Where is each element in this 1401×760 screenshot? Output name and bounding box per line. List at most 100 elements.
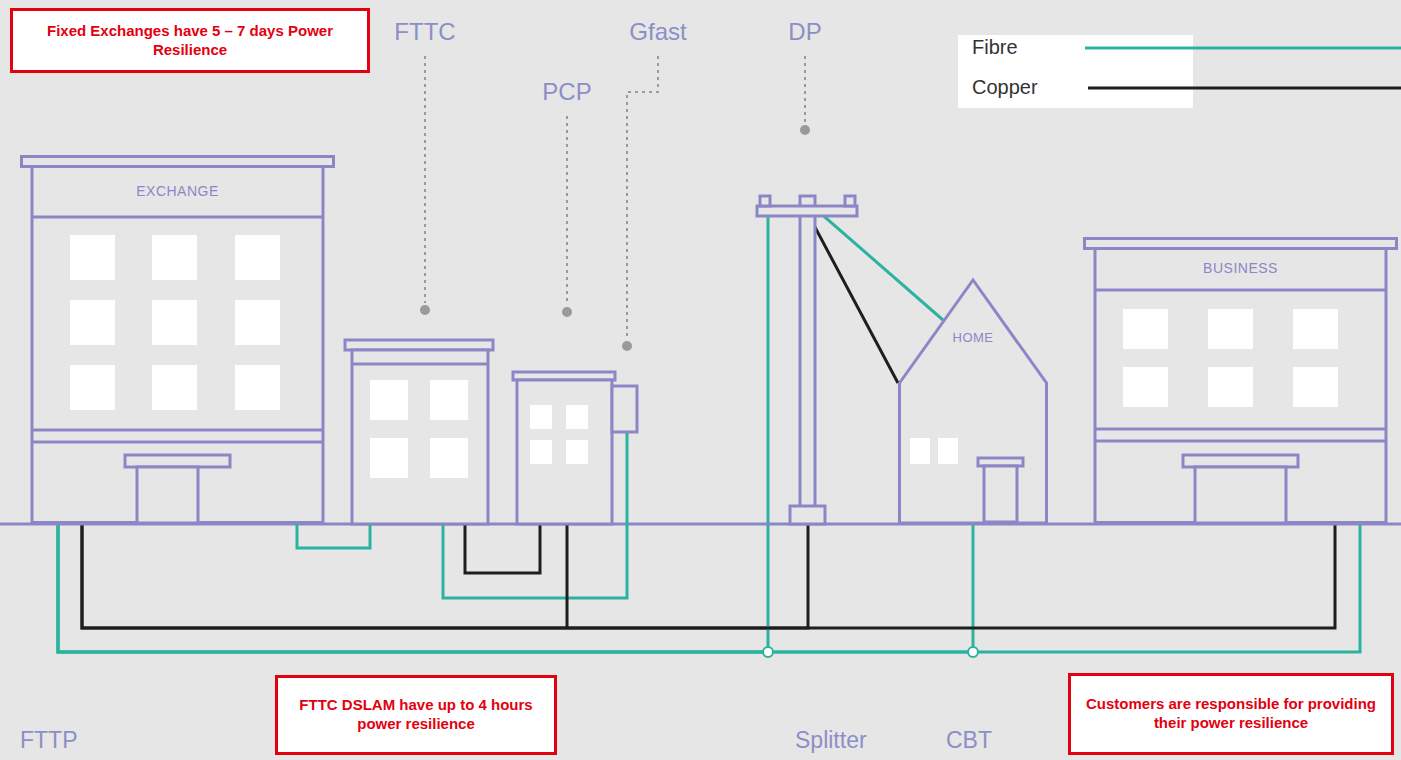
building-door <box>137 467 198 523</box>
building-sign: BUSINESS <box>1083 260 1398 278</box>
part-label: Gfast <box>629 18 686 46</box>
building-window <box>1293 367 1338 407</box>
building-window <box>70 365 115 410</box>
building: EXCHANGE <box>20 155 335 524</box>
dp-pole <box>757 196 857 524</box>
building-band <box>1095 440 1386 443</box>
building-roof <box>1085 239 1397 249</box>
sign-line <box>1095 289 1386 292</box>
cabinet-window <box>370 438 408 478</box>
copper-cable <box>82 524 1335 628</box>
pcp-cabinet <box>513 372 637 524</box>
leader-dot <box>420 305 430 315</box>
callout-box: Fixed Exchanges have 5 – 7 days Power Re… <box>10 8 370 73</box>
house-window <box>938 438 958 464</box>
house-outline <box>900 280 1047 523</box>
building-sign: HOME <box>898 330 1048 346</box>
splitter-dot <box>763 647 773 657</box>
building-window <box>70 300 115 345</box>
copper-cable <box>82 214 898 628</box>
leader-dot <box>622 341 632 351</box>
building-window <box>70 235 115 280</box>
note-text: FTTC DSLAM have up to 4 hours power resi… <box>290 696 542 734</box>
cable <box>297 432 627 628</box>
legend-item: Fibre <box>972 36 1018 59</box>
building-door <box>1195 467 1286 523</box>
cabinet-window <box>430 438 468 478</box>
building-window <box>235 235 280 280</box>
leader-line <box>804 56 806 123</box>
part-label: CBT <box>946 727 992 753</box>
house-door <box>984 466 1017 522</box>
cabinet-window <box>530 405 552 429</box>
building-window <box>152 235 197 280</box>
fibre-cable <box>58 524 1360 652</box>
cabinet-window <box>530 440 552 464</box>
part-label: Splitter <box>795 727 867 753</box>
legend-panel <box>958 35 1193 108</box>
door-canopy <box>978 458 1023 466</box>
fibre-cable <box>297 524 370 548</box>
door-canopy <box>125 455 230 467</box>
building-window <box>1123 309 1168 349</box>
part-label: FTTP <box>20 727 78 753</box>
building-window <box>1208 367 1253 407</box>
cabinet-window <box>370 380 468 478</box>
building-window <box>1208 309 1253 349</box>
building-window <box>1123 367 1168 407</box>
copper-cable <box>566 524 569 628</box>
building-band <box>1095 428 1386 431</box>
sign-line <box>32 216 323 219</box>
fttc-cabinet <box>352 350 488 524</box>
fibre-cable <box>58 524 973 652</box>
cabinet-window <box>566 440 588 464</box>
building: BUSINESS <box>1083 237 1398 524</box>
leader-dot <box>800 125 810 135</box>
building-outline <box>1083 237 1398 524</box>
door-canopy <box>1183 455 1298 467</box>
cbt-dot <box>968 647 978 657</box>
cabinet-window <box>370 380 408 420</box>
building-band <box>32 429 323 432</box>
house-window <box>910 438 930 464</box>
dp-pole <box>800 196 815 508</box>
dp-pole <box>845 196 855 206</box>
junction-dot <box>763 647 978 657</box>
leader-dot <box>420 125 810 351</box>
callout-box: FTTC DSLAM have up to 4 hours power resi… <box>275 675 557 755</box>
callout-box: Customers are responsible for providing … <box>1068 673 1394 755</box>
leader-line <box>566 116 568 305</box>
dp-pole <box>757 206 857 216</box>
pcp-cabinet <box>517 380 612 524</box>
legend-sample-line <box>1088 87 1401 90</box>
leader-line <box>627 56 658 339</box>
building-window <box>1293 309 1338 349</box>
cabinet-window <box>430 380 468 420</box>
leader-line <box>424 56 426 303</box>
building-window <box>235 365 280 410</box>
cabinet-window <box>530 405 588 464</box>
ground-line <box>0 523 1401 526</box>
leader-dot <box>562 307 572 317</box>
fttc-cabinet <box>345 340 493 524</box>
copper-cable <box>465 524 540 573</box>
legend-item: Copper <box>972 76 1038 99</box>
building-band <box>32 441 323 444</box>
gfast-pod <box>612 386 637 432</box>
building-body <box>32 167 323 523</box>
cabinet-window <box>566 405 588 429</box>
building-window <box>152 365 197 410</box>
building-outline <box>898 278 1048 524</box>
legend-text: Copper <box>972 76 1038 98</box>
legend-sample-line <box>1085 47 1401 50</box>
building-window <box>152 300 197 345</box>
dp-pole <box>790 506 825 524</box>
building-roof <box>22 157 334 167</box>
building-sign: EXCHANGE <box>20 183 335 201</box>
leader-line <box>425 56 805 339</box>
dp-pole <box>760 196 770 206</box>
